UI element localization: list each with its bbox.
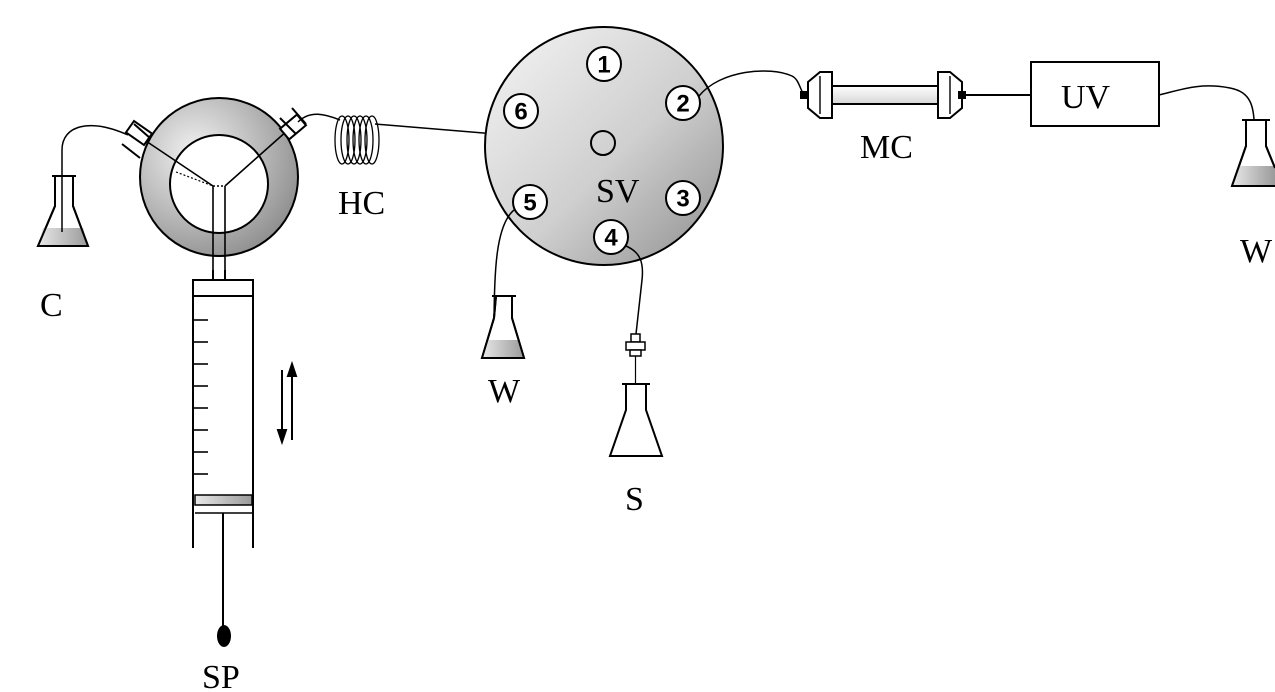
valve-to-coil-tubing: [297, 113, 341, 123]
direction-arrows-icon: [276, 360, 298, 446]
waste-center-label: W: [488, 373, 521, 410]
sample-label: S: [625, 481, 644, 518]
uv-detector: [1030, 61, 1160, 127]
svg-text:4: 4: [604, 225, 618, 252]
selection-valve-label: SV: [596, 173, 640, 210]
holding-coil: [334, 115, 380, 165]
left-fitting: [121, 119, 154, 159]
svg-text:2: 2: [676, 91, 689, 118]
svg-text:3: 3: [676, 186, 689, 213]
sv-center-port: [590, 130, 616, 156]
svg-text:6: 6: [514, 99, 527, 126]
uv-waste-tubing: [1158, 85, 1256, 141]
uv-detector-label: UV: [1061, 79, 1111, 116]
sample-flask: [608, 383, 664, 457]
sv-port-6: 6: [503, 93, 539, 129]
sv-port-3: 3: [665, 180, 701, 216]
port2-mc-tubing: [698, 70, 806, 97]
port4-sample-tubing: [625, 245, 644, 335]
carrier-label: C: [40, 287, 63, 324]
syringe-valve: [121, 97, 308, 270]
sv-port-1: 1: [586, 46, 622, 82]
svg-text:1: 1: [597, 52, 610, 79]
waste-flask-center: [480, 295, 526, 359]
svg-text:5: 5: [523, 190, 536, 217]
microcolumn-label: MC: [860, 129, 913, 166]
carrier-flask: [36, 175, 90, 247]
sv-port-2: 2: [665, 85, 701, 121]
right-fitting: [278, 107, 308, 141]
sv-port-5: 5: [512, 184, 548, 220]
syringe-pump-label: SP: [202, 659, 240, 692]
holding-coil-label: HC: [338, 185, 385, 222]
microcolumn: [800, 71, 966, 119]
carrier-tubing: [61, 124, 129, 232]
syringe: [192, 270, 254, 647]
waste-right-label: W: [1240, 233, 1273, 270]
waste-flask-right: [1230, 119, 1275, 187]
sv-port-4: 4: [593, 219, 629, 255]
